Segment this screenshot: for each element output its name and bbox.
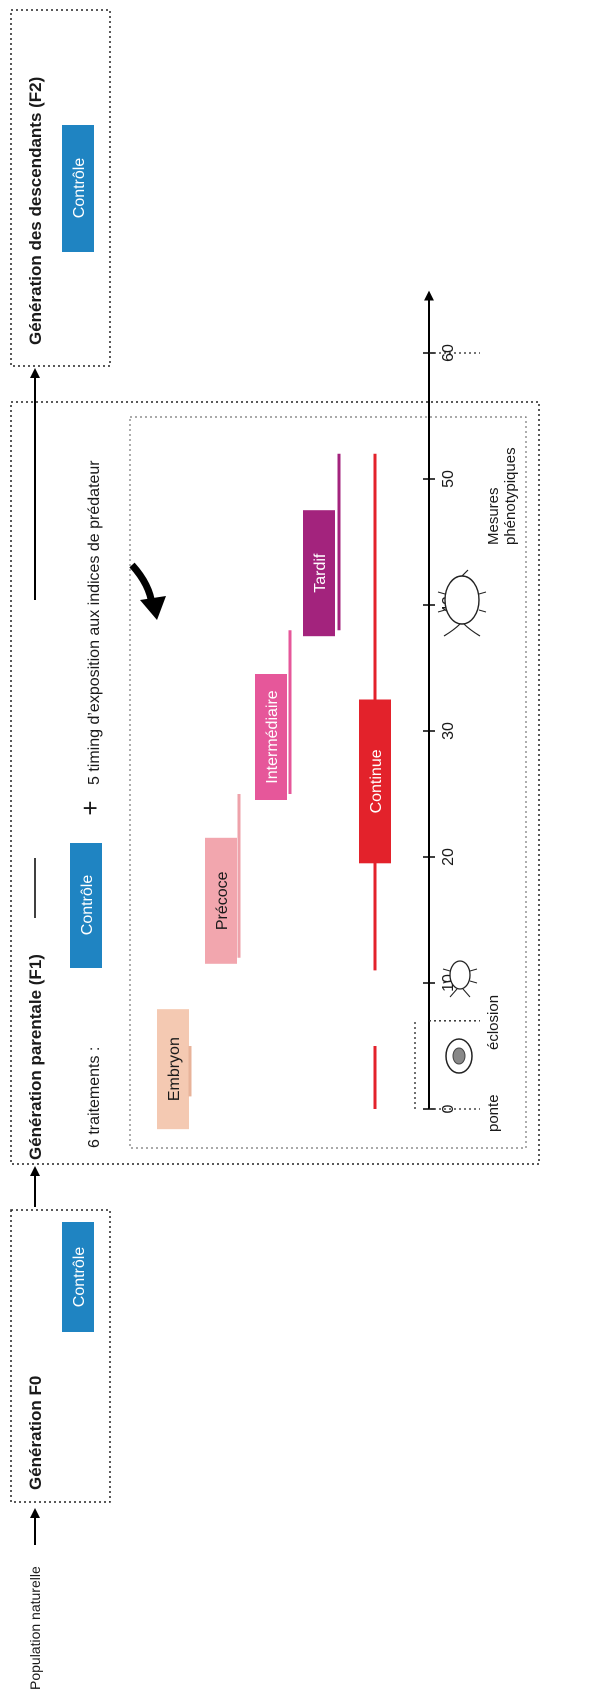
- treatment-box: [205, 837, 237, 964]
- f2-title: Génération des descendants (F2): [26, 77, 45, 345]
- f1-control-box: [70, 843, 102, 968]
- treatment-box: [157, 1009, 189, 1130]
- f2-control-label: Contrôle: [71, 158, 88, 219]
- treatment-label: Précoce: [214, 871, 231, 930]
- axis-tick-label: 30: [440, 722, 457, 740]
- f0-control-box: [62, 1222, 94, 1332]
- curved-arrowhead: [140, 596, 166, 620]
- adult-icon: [437, 569, 487, 637]
- axis-tick-label: 0: [440, 1104, 457, 1113]
- f0-control-label: Contrôle: [71, 1247, 88, 1308]
- axis-tick-label: 60: [440, 344, 457, 362]
- egg-icon: [445, 1038, 473, 1074]
- f2-control-box: [62, 125, 94, 252]
- axis-tick-label: 20: [440, 848, 457, 866]
- axis-tick-label: 50: [440, 470, 457, 488]
- mesures-label-line2: phénotypiques: [502, 447, 519, 545]
- continue-label: Continue: [368, 749, 385, 813]
- timing-text: 5 timing d’exposition aux indices de pré…: [86, 460, 103, 785]
- nymph-icon: [442, 960, 478, 998]
- treatment-label: Intermédiaire: [264, 690, 281, 783]
- treatment-box: [303, 510, 335, 637]
- treatments-prefix: 6 traitements :: [86, 1047, 103, 1148]
- timeline: 0102030405060EmbryonPrécoceIntermédiaire…: [157, 290, 480, 1130]
- f0-title: Génération F0: [26, 1376, 45, 1490]
- f1-title: Génération parentale (F1): [26, 954, 45, 1160]
- f1-control-label: Contrôle: [79, 875, 96, 936]
- plus-sign: +: [75, 800, 105, 815]
- treatment-label: Embryon: [166, 1037, 183, 1101]
- population-label: Population naturelle: [27, 1566, 43, 1690]
- treatment-box: [255, 674, 287, 800]
- f2-box: [10, 9, 111, 367]
- mesures-label-line1: Mesures: [485, 487, 502, 545]
- ponte-label: ponte: [485, 1094, 502, 1132]
- timeline-panel: [129, 416, 527, 1149]
- treatment-label: Tardif: [312, 553, 329, 593]
- eclosion-label: éclosion: [485, 995, 502, 1050]
- f0-box: [10, 1209, 111, 1503]
- continue-box: [359, 699, 391, 864]
